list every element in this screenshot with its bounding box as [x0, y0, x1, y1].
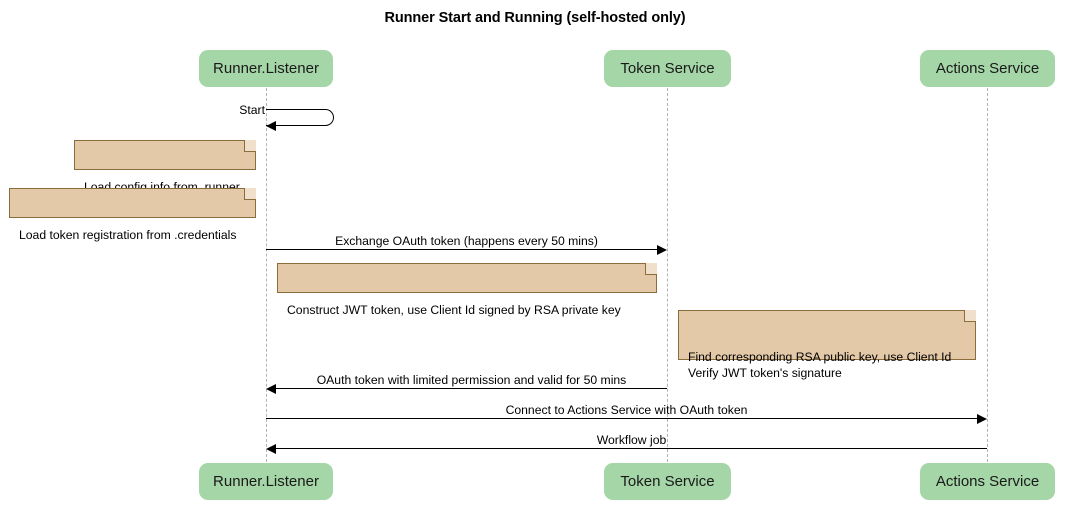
note-text: Find corresponding RSA public key, use C… — [688, 350, 952, 380]
participant-actions-top[interactable]: Actions Service — [920, 50, 1055, 87]
message-start-arrowhead — [266, 121, 276, 131]
lifeline-token — [667, 88, 668, 462]
message-line-oauth-token-return — [276, 388, 667, 389]
note-construct-jwt: Construct JWT token, use Client Id signe… — [277, 263, 657, 317]
note-fold-corner — [645, 263, 657, 275]
participant-runner-bottom[interactable]: Runner.Listener — [199, 463, 333, 500]
message-line-exchange-oauth — [266, 249, 657, 250]
note-fold-corner — [244, 140, 256, 152]
message-arrowhead-oauth-token-return — [266, 384, 276, 394]
note-load-token-registration: Load token registration from .credential… — [9, 188, 256, 242]
message-label-connect-actions: Connect to Actions Service with OAuth to… — [505, 403, 748, 417]
participant-label: Runner.Listener — [213, 473, 319, 490]
lifeline-actions — [987, 88, 988, 462]
participant-token-bottom[interactable]: Token Service — [604, 463, 731, 500]
message-arrowhead-workflow-job — [266, 444, 276, 454]
participant-label: Actions Service — [935, 473, 1040, 490]
message-arrowhead-connect-actions — [977, 414, 987, 424]
message-line-workflow-job — [276, 448, 987, 449]
participant-label: Runner.Listener — [213, 60, 319, 77]
note-text: Construct JWT token, use Client Id signe… — [287, 303, 621, 317]
page-title: Runner Start and Running (self-hosted on… — [384, 10, 686, 26]
participant-token-top[interactable]: Token Service — [604, 50, 731, 87]
participant-label: Token Service — [620, 473, 715, 490]
message-label-oauth-token-return: OAuth token with limited permission and … — [316, 373, 627, 387]
message-start-selfloop — [266, 109, 334, 126]
message-label-workflow-job: Workflow job — [596, 433, 667, 447]
note-fold-corner — [244, 188, 256, 200]
lifeline-runner — [266, 88, 267, 462]
message-label-exchange-oauth: Exchange OAuth token (happens every 50 m… — [335, 234, 598, 248]
participant-label: Actions Service — [935, 60, 1040, 77]
participant-runner-top[interactable]: Runner.Listener — [199, 50, 333, 87]
message-line-connect-actions — [266, 418, 977, 419]
note-load-config: Load config info from .runner — [74, 140, 256, 194]
note-verify-jwt: Find corresponding RSA public key, use C… — [678, 310, 976, 380]
note-fold-corner — [964, 310, 976, 322]
note-text: Load token registration from .credential… — [19, 228, 237, 242]
participant-actions-bottom[interactable]: Actions Service — [920, 463, 1055, 500]
message-arrowhead-exchange-oauth — [657, 245, 667, 255]
message-label-start: Start — [239, 103, 265, 117]
participant-label: Token Service — [620, 60, 715, 77]
